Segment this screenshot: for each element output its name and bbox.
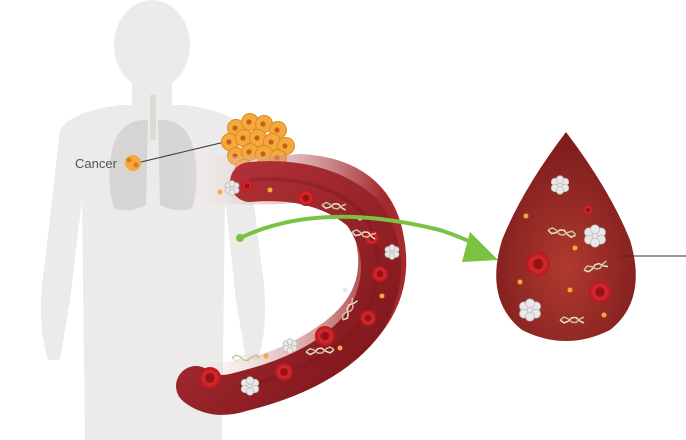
dna-fragment <box>305 346 335 356</box>
red-blood-cell <box>315 326 335 346</box>
red-blood-cell <box>199 367 221 389</box>
blood-drop-icon <box>496 132 636 341</box>
particle-dot <box>267 187 273 193</box>
particle-dot <box>217 189 223 195</box>
particle-dot <box>337 345 343 351</box>
red-blood-cell <box>526 252 550 276</box>
cell-cluster <box>384 244 400 260</box>
red-blood-cell <box>583 205 593 215</box>
dna-fragment <box>351 228 377 240</box>
dna-fragment <box>321 201 347 211</box>
particle-dot <box>517 279 523 285</box>
red-blood-cell <box>589 281 611 303</box>
dna-fragment <box>231 354 261 362</box>
cell-cluster <box>550 175 570 195</box>
red-blood-cell <box>241 180 253 192</box>
particle-dot <box>342 287 348 293</box>
curved-arrow-icon <box>236 214 498 262</box>
drop-contents <box>517 175 611 324</box>
dna-fragment <box>341 297 359 321</box>
dna-fragment <box>583 260 609 273</box>
cell-cluster <box>519 298 541 322</box>
particle-dot <box>379 293 385 299</box>
dna-fragment <box>559 316 585 324</box>
cell-cluster <box>240 376 260 396</box>
red-blood-cell <box>365 231 379 245</box>
cell-cluster <box>224 180 240 196</box>
cell-cluster <box>584 224 606 248</box>
tumor-small-icon <box>125 155 141 171</box>
red-blood-cell <box>298 190 314 206</box>
dna-fragment <box>547 226 577 238</box>
particle-dot <box>567 287 573 293</box>
cell-cluster <box>282 338 298 354</box>
particle-dot <box>601 312 607 318</box>
particle-dot <box>263 353 269 359</box>
red-blood-cell <box>372 266 388 282</box>
cancer-label: Cancer <box>75 156 117 171</box>
vessel-contents <box>199 180 400 396</box>
particle-dot <box>523 213 529 219</box>
red-blood-cell <box>275 363 293 381</box>
particle-dot <box>572 245 578 251</box>
red-blood-cell <box>360 310 376 326</box>
